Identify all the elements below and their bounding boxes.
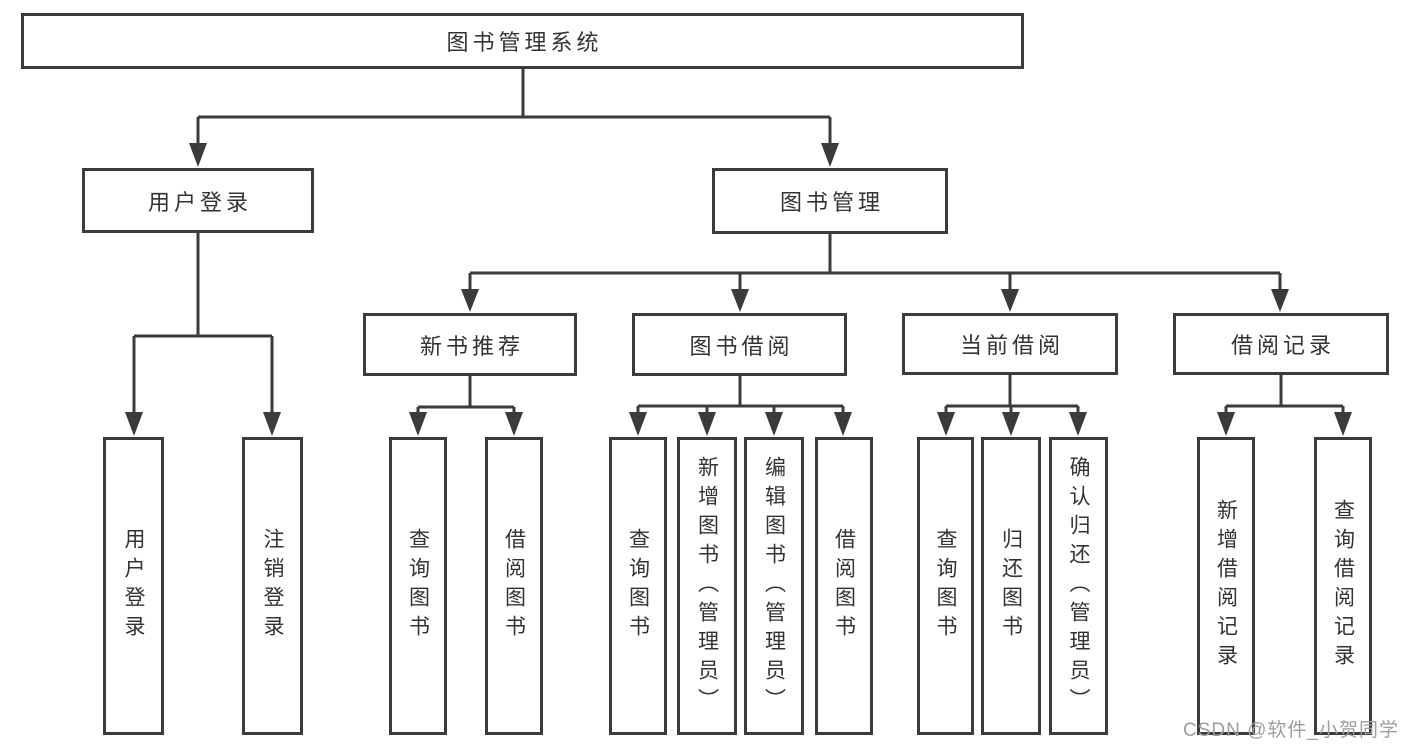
node-label: 图书管理 — [779, 190, 884, 215]
node-label: 借阅图书 — [832, 528, 856, 644]
node-label: 查询图书 — [406, 528, 430, 644]
arrowhead — [189, 143, 207, 167]
node-user-login: 用户登录 — [82, 168, 314, 233]
node-book-management: 图书管理 — [712, 168, 948, 234]
node-return-books: 归还图书 — [981, 437, 1041, 735]
arrowhead — [263, 412, 281, 436]
arrowhead — [1069, 412, 1087, 436]
node-label: 编辑图书（管理员） — [762, 455, 786, 717]
connector-user-login-children — [125, 233, 281, 436]
node-label: 新书推荐 — [419, 333, 524, 359]
node-library-management-system: 图书管理系统 — [21, 13, 1024, 69]
arrowhead — [731, 289, 749, 312]
node-label: 用户登录 — [122, 528, 145, 644]
node-label: 查询图书 — [626, 528, 650, 644]
node-borrow-record: 借阅记录 — [1173, 313, 1389, 375]
node-add-borrow-record: 新增借阅记录 — [1197, 437, 1255, 735]
node-label: 查询图书 — [934, 528, 957, 644]
node-label: 借阅图书 — [502, 528, 526, 644]
csdn-watermark: CSDN @软件_小贺同学 — [1183, 720, 1399, 741]
node-query-books-borrow: 查询图书 — [609, 437, 667, 735]
node-query-books-current: 查询图书 — [917, 437, 974, 735]
arrowhead — [125, 412, 143, 436]
arrowhead — [409, 412, 427, 436]
node-label: 新增借阅记录 — [1214, 499, 1238, 673]
connector-root-to-level2 — [189, 69, 839, 167]
arrowhead — [1001, 289, 1019, 312]
node-user-login-action: 用户登录 — [103, 437, 164, 735]
arrowhead — [821, 143, 839, 167]
arrowhead — [461, 289, 479, 312]
node-label: 当前借阅 — [959, 333, 1064, 358]
node-current-borrow: 当前借阅 — [902, 313, 1118, 375]
arrowhead — [698, 412, 716, 436]
node-borrow-books: 借阅图书 — [815, 437, 873, 735]
node-label: 用户登录 — [147, 189, 252, 215]
arrowhead — [765, 412, 783, 436]
node-label: 新增图书（管理员） — [695, 455, 719, 717]
node-query-borrow-record: 查询借阅记录 — [1314, 437, 1372, 735]
node-logout: 注销登录 — [242, 437, 303, 735]
arrowhead — [629, 412, 647, 436]
node-label: 确认归还（管理员） — [1067, 455, 1090, 717]
node-label: 图书管理系统 — [446, 30, 603, 55]
node-confirm-return-admin: 确认归还（管理员） — [1049, 437, 1108, 735]
connector-new-book-children — [409, 376, 523, 436]
connector-book-management-children — [461, 234, 1289, 312]
node-borrow-books-recommend: 借阅图书 — [485, 437, 543, 735]
arrowhead — [1334, 412, 1352, 436]
arrowhead — [1002, 412, 1020, 436]
arrowhead — [505, 412, 523, 436]
node-label: 归还图书 — [999, 528, 1023, 644]
node-book-borrow: 图书借阅 — [632, 313, 847, 376]
arrowhead — [1271, 289, 1289, 312]
node-query-books-recommend: 查询图书 — [389, 437, 447, 735]
node-label: 注销登录 — [261, 528, 284, 644]
arrowhead — [937, 412, 955, 436]
node-label: 借阅记录 — [1230, 333, 1335, 358]
connector-current-borrow-children — [937, 375, 1087, 436]
connector-borrow-record-children — [1217, 375, 1352, 436]
node-new-book-recommend: 新书推荐 — [363, 313, 577, 376]
node-label: 图书借阅 — [689, 333, 794, 359]
node-edit-books-admin: 编辑图书（管理员） — [744, 437, 804, 735]
node-label: 查询借阅记录 — [1331, 499, 1355, 673]
arrowhead — [1217, 412, 1235, 436]
node-add-books-admin: 新增图书（管理员） — [677, 437, 737, 735]
connector-book-borrow-children — [629, 376, 852, 436]
arrowhead — [834, 412, 852, 436]
